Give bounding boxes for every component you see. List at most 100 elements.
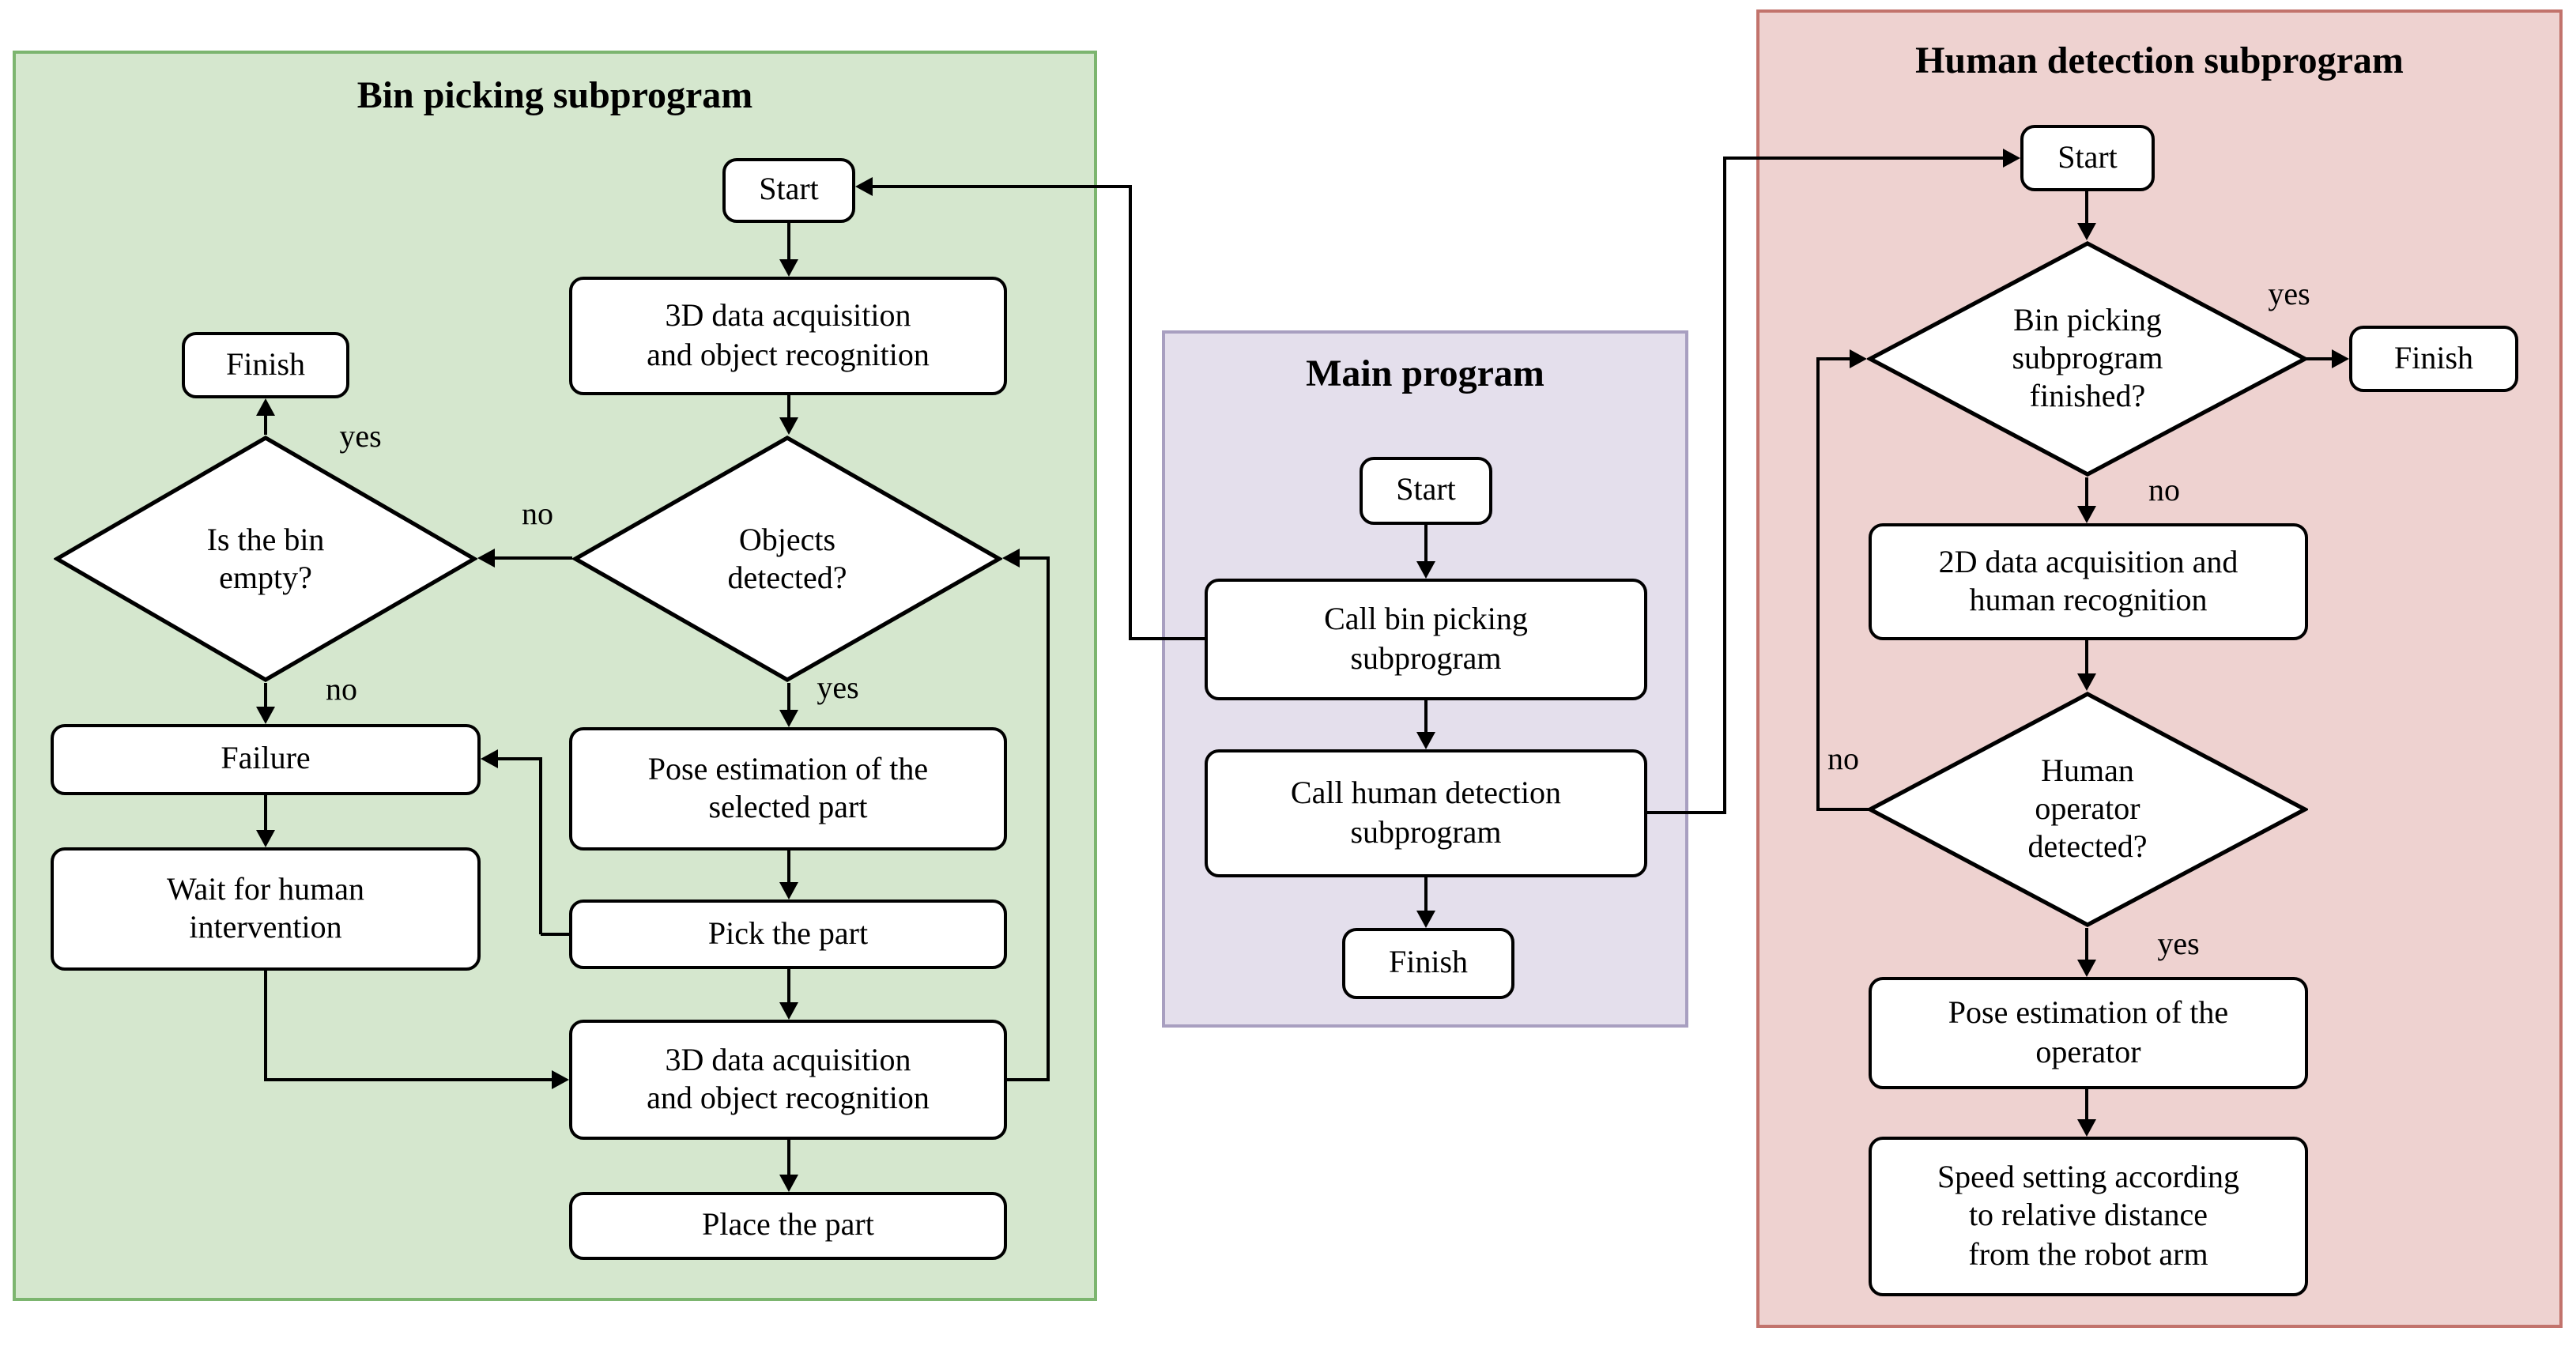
edge-callbin-to-binstart-line-h1	[1130, 637, 1205, 640]
edge-label-finished-yes: yes	[2268, 277, 2310, 312]
edge-callhuman-to-finish-arrowhead	[1416, 911, 1435, 928]
node-human-speed-setting: Speed setting according to relative dist…	[1869, 1137, 2308, 1296]
node-human-pose-estimation: Pose estimation of the operator	[1869, 977, 2308, 1089]
node-bin-finish: Finish	[182, 332, 349, 398]
panel-title-bin-picking: Bin picking subprogram	[356, 76, 753, 117]
edge-bin-start-to-acq1-line	[787, 223, 790, 262]
edge-2d-to-operator-arrowhead	[2077, 673, 2096, 691]
edge-operator-yes-to-pose-line	[2085, 928, 2088, 961]
node-bin-start: Start	[722, 158, 855, 223]
diamond-outline	[572, 436, 1002, 682]
diamond-outline	[1867, 692, 2308, 927]
node-bin-objects-detected-decision: Objects detected?	[572, 435, 1002, 683]
node-bin-3d-acquisition-2: 3D data acquisition and object recogniti…	[569, 1020, 1007, 1140]
edge-acq1-to-objects-arrowhead	[779, 417, 798, 435]
edge-callbin-to-binstart-line-v	[1129, 185, 1132, 640]
edge-label-operator-no: no	[1827, 742, 1859, 777]
edge-acq2-to-objects-line-h1	[1007, 1078, 1050, 1081]
node-main-call-human-detection: Call human detection subprogram	[1205, 749, 1647, 877]
edge-acq2-to-objects-line-h2	[1018, 556, 1050, 560]
node-main-finish: Finish	[1342, 928, 1514, 999]
edge-objects-no-to-empty-line	[493, 556, 572, 560]
edge-objects-yes-to-pose-line	[787, 683, 790, 713]
node-human-operator-detected-decision: Human operator detected?	[1867, 691, 2308, 928]
edge-empty-no-to-failure-line	[264, 683, 267, 708]
edge-operator-yes-to-pose-arrowhead	[2077, 960, 2096, 977]
panel-human-detection-subprogram: Human detection subprogram	[1756, 9, 2563, 1328]
node-bin-pick-the-part: Pick the part	[569, 900, 1007, 969]
edge-bin-start-to-acq1-arrowhead	[779, 259, 798, 277]
edge-operator-no-loop-line-h2	[1818, 357, 1851, 360]
decision-text: Objects detected?	[727, 522, 847, 595]
edge-objects-yes-to-pose-arrowhead	[779, 710, 798, 727]
edge-pose-to-speed-line	[2085, 1089, 2088, 1121]
node-human-start: Start	[2020, 125, 2155, 191]
node-human-2d-acquisition: 2D data acquisition and human recognitio…	[1869, 523, 2308, 640]
edge-callhuman-to-finish-line	[1424, 877, 1428, 912]
edge-pose-to-pick-arrowhead	[779, 882, 798, 900]
decision-text: Human operator detected?	[2027, 754, 2148, 865]
edge-operator-no-loop-line-v	[1816, 357, 1820, 811]
decision-text: Bin picking subprogram finished?	[2012, 304, 2163, 414]
node-human-binpicking-finished-decision: Bin picking subprogram finished?	[1867, 240, 2308, 477]
node-bin-pose-estimation: Pose estimation of the selected part	[569, 727, 1007, 850]
edge-main-start-to-callbin-line	[1424, 525, 1428, 563]
edge-label-objects-no: no	[522, 497, 553, 532]
diamond-shape	[1867, 692, 2308, 927]
edge-objects-no-to-empty-arrowhead	[477, 549, 495, 568]
edge-label-objects-yes: yes	[817, 671, 859, 706]
edge-empty-yes-to-finish-line	[264, 414, 267, 435]
diamond-shape	[54, 435, 477, 683]
edge-label-operator-yes: yes	[2157, 927, 2200, 962]
edge-pick-to-failure-line-h1	[541, 933, 569, 936]
edge-pick-to-acq2-arrowhead	[779, 1002, 798, 1020]
edge-label-empty-yes: yes	[339, 420, 382, 454]
edge-acq1-to-objects-line	[787, 395, 790, 421]
edge-wait-to-acq2-arrowhead	[552, 1070, 569, 1089]
edge-acq2-to-place-arrowhead	[779, 1175, 798, 1192]
edge-finished-yes-to-finish-arrowhead	[2332, 349, 2349, 368]
edge-acq2-to-objects-loop-arrowhead	[1002, 549, 1020, 568]
edge-callbin-to-binstart-line-h2	[871, 185, 1130, 188]
edge-pick-to-failure-line-v	[539, 757, 542, 934]
edge-wait-to-acq2-line-h	[264, 1078, 555, 1081]
panel-title-human-detection: Human detection subprogram	[1915, 41, 2404, 82]
edge-empty-yes-to-finish-arrowhead	[256, 398, 275, 416]
edge-callhuman-to-humanstart-arrowhead	[2003, 149, 2020, 168]
edge-callbin-to-callhuman-line	[1424, 700, 1428, 734]
edge-callhuman-to-humanstart-line-h2	[1725, 157, 2005, 160]
diamond-shape	[572, 436, 1002, 682]
edge-pose-to-pick-line	[787, 850, 790, 884]
edge-operator-no-loop-arrowhead	[1850, 349, 1867, 368]
node-bin-3d-acquisition-1: 3D data acquisition and object recogniti…	[569, 277, 1007, 395]
diamond-outline	[1867, 241, 2308, 477]
node-main-call-bin-picking: Call bin picking subprogram	[1205, 579, 1647, 700]
node-bin-failure: Failure	[51, 724, 481, 795]
edge-callhuman-to-humanstart-line-v	[1723, 157, 1726, 814]
edge-finished-yes-to-finish-line	[2306, 357, 2335, 360]
node-bin-wait-for-human: Wait for human intervention	[51, 847, 481, 971]
edge-finished-no-to-2d-line	[2085, 477, 2088, 507]
edge-wait-to-acq2-line-v	[264, 971, 267, 1081]
edge-label-empty-no: no	[326, 673, 357, 707]
node-human-finish: Finish	[2349, 326, 2518, 392]
edge-failure-to-wait-arrowhead	[256, 830, 275, 847]
diamond-shape	[1867, 241, 2308, 477]
edge-acq2-to-place-line	[787, 1140, 790, 1176]
edge-callbin-to-binstart-arrowhead	[855, 177, 873, 196]
edge-humanstart-to-finished-arrowhead	[2077, 223, 2096, 240]
edge-callhuman-to-humanstart-line-h1	[1647, 811, 1725, 814]
panel-title-main-program: Main program	[1306, 354, 1544, 395]
edge-finished-no-to-2d-arrowhead	[2077, 506, 2096, 523]
edge-main-start-to-callbin-arrowhead	[1416, 561, 1435, 579]
node-bin-place-the-part: Place the part	[569, 1192, 1007, 1260]
edge-operator-no-loop-line-h1	[1818, 808, 1869, 811]
edge-2d-to-operator-line	[2085, 640, 2088, 675]
edge-label-finished-no: no	[2148, 473, 2180, 508]
edge-pick-to-failure-line-h2	[496, 757, 541, 760]
edge-callbin-to-callhuman-arrowhead	[1416, 732, 1435, 749]
edge-pick-to-failure-arrowhead	[481, 749, 498, 768]
node-bin-is-bin-empty-decision: Is the bin empty?	[54, 435, 477, 683]
edge-humanstart-to-finished-line	[2085, 191, 2088, 224]
